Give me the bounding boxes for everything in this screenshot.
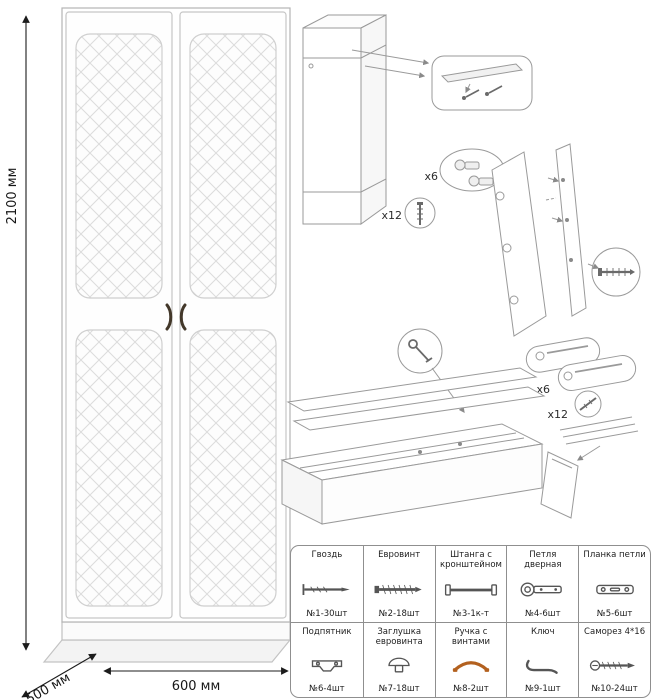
- height-dimension-label: 2100 мм: [5, 168, 20, 225]
- part-qty: №6-4шт: [309, 684, 345, 694]
- part-name: Саморез 4*16: [584, 626, 646, 637]
- door-handles: [165, 303, 187, 331]
- parts-table-cell-hinge-plate: Планка петли №5-6шт: [578, 546, 650, 622]
- flat-pack-diagram: [280, 367, 639, 525]
- part-qty: №7-18шт: [378, 684, 420, 694]
- upper-screw-callout: x12: [381, 197, 436, 229]
- lower-hinge-callouts: x6: [525, 337, 637, 396]
- hardware-parts-table: Гвоздь №1-30шт Евровинт №2-18шт Штанга с…: [290, 545, 651, 698]
- part-name: Ручка с винтами: [451, 626, 491, 647]
- parts-table-cell-rod: Штанга с кронштейном №3-1к-т: [434, 546, 507, 622]
- parts-table-cell-cap: Заглушка евровинта №7-18шт: [362, 621, 435, 697]
- part-name: Евровинт: [378, 550, 421, 560]
- part-qty: №8-2шт: [453, 684, 489, 694]
- parts-table-cell-foot: Подпятник №6-4шт: [291, 621, 363, 698]
- part-qty: №1-30шт: [306, 608, 348, 619]
- hanging-rod-icon: [444, 584, 498, 596]
- key-icon: [525, 659, 558, 674]
- lower-screws-count-label: x12: [547, 408, 568, 421]
- parts-table-cell-hinge: Петля дверная №4-6шт: [506, 546, 578, 622]
- lower-screw-callout: x12: [547, 390, 602, 421]
- hinge-plate-icon: [595, 584, 634, 595]
- part-qty: №3-1к-т: [453, 608, 489, 619]
- wardrobe-plinth: [61, 621, 291, 641]
- parts-table-cell-key: Ключ №9-1шт: [506, 621, 579, 697]
- width-dimension-label: 600 мм: [172, 679, 221, 694]
- lower-hinges-count-label: x6: [536, 383, 550, 396]
- side-panel-diagram: [547, 143, 587, 317]
- part-name: Планка петли: [583, 550, 646, 560]
- right-door-lower-panel: [189, 329, 277, 607]
- part-name: Гвоздь: [311, 550, 343, 560]
- self-tapping-screw-icon: [589, 660, 635, 671]
- upper-hinges-count-label: x6: [424, 170, 438, 183]
- wardrobe-front-view: [42, 7, 292, 663]
- part-name: Заглушка евровинта: [375, 626, 423, 647]
- upper-screws-count-label: x12: [381, 209, 402, 222]
- exploded-views: x6 x12: [280, 14, 641, 525]
- depth-dimension-arrow: [21, 653, 97, 698]
- door-panel-diagram: [491, 151, 557, 337]
- part-qty: №4-6шт: [525, 608, 561, 619]
- euro-screw-callout: [587, 247, 641, 297]
- part-qty: №9-1шт: [525, 684, 561, 694]
- left-door-upper-panel: [75, 33, 163, 299]
- carcass-diagram: [302, 14, 430, 225]
- handle-icon: [452, 660, 490, 672]
- right-door-upper-panel: [189, 33, 277, 299]
- part-qty: №2-18шт: [378, 608, 420, 619]
- foot-glide-icon: [311, 660, 343, 672]
- part-name: Подпятник: [302, 626, 352, 637]
- door-hinge-icon: [520, 582, 562, 597]
- wardrobe-base: [42, 639, 292, 663]
- left-door-lower-panel: [75, 329, 163, 607]
- key-callout: [397, 328, 465, 413]
- rail-hardware-callout: [431, 55, 533, 111]
- nail-icon: [302, 583, 350, 595]
- part-name: Штанга с кронштейном: [440, 550, 502, 571]
- parts-table-cell-nail: Гвоздь №1-30шт: [291, 546, 363, 622]
- screw-cap-icon: [388, 657, 410, 673]
- part-name: Ключ: [530, 626, 555, 637]
- parts-table-cell-selftapping: Саморез 4*16 №10-24шт: [578, 621, 650, 697]
- part-name: Петля дверная: [524, 550, 562, 571]
- part-qty: №10-24шт: [591, 684, 638, 694]
- part-qty: №5-6шт: [596, 608, 633, 619]
- parts-table-cell-handle: Ручка с винтами №8-2шт: [434, 621, 507, 697]
- depth-dimension-label: 500 мм: [23, 670, 73, 700]
- parts-table-cell-euroscrew: Евровинт №2-18шт: [362, 546, 435, 622]
- euro-screw-icon: [374, 584, 422, 594]
